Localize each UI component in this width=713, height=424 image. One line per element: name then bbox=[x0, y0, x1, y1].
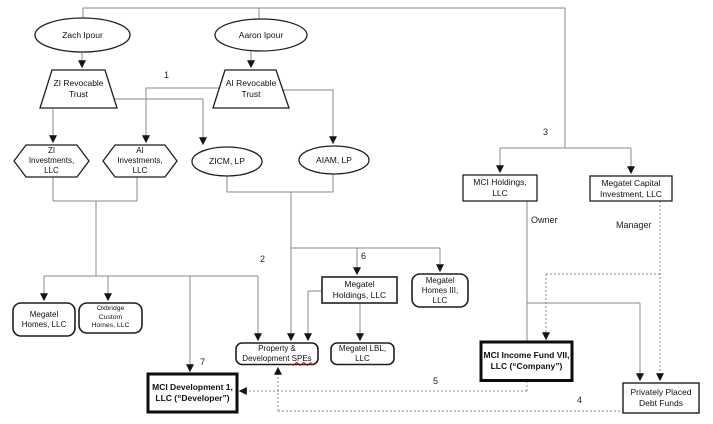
node-oxbridge: Oxbridge Custom Homes, LLC bbox=[91, 304, 130, 330]
homes-iii-shape bbox=[411, 273, 469, 308]
property-spes-label: Property &Development SPEs bbox=[242, 343, 312, 363]
node-zicm-lp: ZICM, LP bbox=[209, 156, 245, 167]
connector-label-1: 1 bbox=[164, 70, 170, 80]
zach-ipour-shape bbox=[34, 17, 131, 53]
node-mci-development-1: MCI Development 1, LLC (“Developer”) bbox=[152, 382, 233, 403]
connector-label-owner: Owner bbox=[531, 215, 558, 225]
ai-trust-shape bbox=[212, 69, 290, 109]
aiam-shape bbox=[298, 145, 370, 175]
dev-1-shape bbox=[146, 372, 239, 414]
ai-investments-shape bbox=[102, 144, 178, 178]
connector-label-4: 4 bbox=[577, 395, 583, 405]
property-spes-shape bbox=[235, 342, 319, 366]
aaron-ipour-shape bbox=[214, 18, 308, 52]
zi-investments-shape bbox=[13, 144, 90, 178]
megatel-homes-shape bbox=[12, 302, 76, 337]
node-mci-income-fund-vii: MCI Income Fund VII, LLC (“Company”) bbox=[483, 350, 570, 371]
node-zach-ipour: Zach Ipour bbox=[62, 29, 103, 40]
solid-rails bbox=[44, 7, 640, 342]
connector-label-6: 6 bbox=[361, 251, 367, 261]
fund-vii-shape bbox=[479, 340, 574, 382]
node-megatel-homes: Megatel Homes, LLC bbox=[21, 309, 67, 329]
node-ai-revocable-trust: AI Revocable Trust bbox=[225, 78, 277, 99]
node-property-spes: Property &Development SPEs bbox=[236, 343, 318, 364]
oxbridge-shape bbox=[78, 302, 143, 334]
connector-label-7: 7 bbox=[200, 357, 206, 367]
shapes bbox=[12, 17, 700, 414]
node-mci-holdings: MCI Holdings, LLC bbox=[473, 177, 527, 198]
zicm-shape bbox=[191, 146, 263, 177]
megatel-lbl-shape bbox=[330, 342, 395, 366]
node-megatel-lbl: Megatel LBL, LLC bbox=[338, 343, 387, 363]
dashed-lines bbox=[238, 201, 664, 412]
megatel-holdings-shape bbox=[321, 276, 398, 304]
node-privately-placed-debt-funds: Privately Placed Debt Funds bbox=[630, 387, 692, 408]
node-aiam-lp: AIAM, LP bbox=[316, 154, 352, 165]
node-megatel-homes-iii: Megatel Homes III, LLC bbox=[421, 275, 459, 305]
solid-arrows bbox=[40, 50, 644, 382]
misspelled-word: SPEs bbox=[291, 353, 312, 363]
connector-label-5: 5 bbox=[433, 376, 439, 386]
node-zi-investments: ZI Investments, LLC bbox=[28, 146, 75, 175]
connector-label-2: 2 bbox=[260, 254, 266, 264]
debt-funds-shape bbox=[622, 382, 700, 414]
connector-label-3: 3 bbox=[543, 127, 549, 137]
zi-trust-shape bbox=[39, 69, 118, 109]
mci-holdings-shape bbox=[462, 174, 538, 202]
megatel-capital-shape bbox=[589, 175, 673, 202]
node-aaron-ipour: Aaron Ipour bbox=[238, 29, 284, 40]
node-megatel-capital: Megatel Capital Investment, LLC bbox=[600, 177, 662, 199]
connector-label-manager: Manager bbox=[616, 220, 652, 230]
node-zi-revocable-trust: ZI Revocable Trust bbox=[53, 78, 104, 99]
node-ai-investments: AI Investments, LLC bbox=[117, 146, 163, 175]
node-megatel-holdings: Megatel Holdings, LLC bbox=[332, 279, 387, 300]
